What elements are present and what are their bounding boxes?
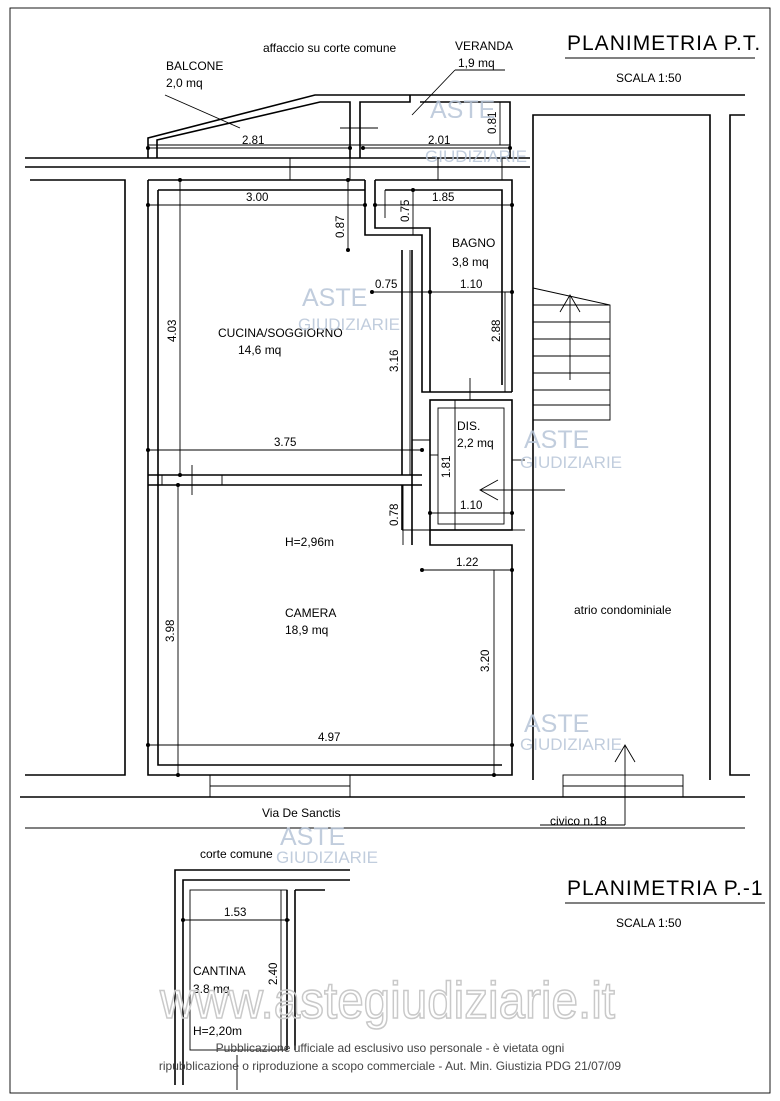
camera-name: CAMERA: [285, 606, 336, 620]
dim-veranda-width: 2.01: [428, 135, 450, 147]
svg-text:GIUDIZIARIE: GIUDIZIARIE: [520, 453, 622, 472]
watermark-aste-1: ASTE GIUDIZIARIE: [425, 96, 527, 166]
bagno-name: BAGNO: [452, 236, 495, 250]
affaccio-label: affaccio su corte comune: [263, 41, 397, 55]
atrio-label: atrio condominiale: [574, 603, 672, 617]
cucina-name: CUCINA/SOGGIORNO: [218, 326, 343, 340]
title-ground-floor: PLANIMETRIA P.T.: [567, 32, 761, 55]
cantina-area: 3.8 mq: [193, 982, 230, 996]
title-basement: PLANIMETRIA P.-1: [567, 877, 764, 900]
staircase: [532, 287, 611, 421]
svg-text:ASTE: ASTE: [302, 284, 367, 312]
svg-text:ASTE: ASTE: [524, 426, 589, 454]
cantina-height: H=2,20m: [193, 1024, 242, 1038]
balcone-name: BALCONE: [166, 59, 223, 73]
dim-cantina-depth: 2.40: [268, 963, 280, 985]
footer-line-1: Pubblicazione ufficiale ad esclusivo uso…: [216, 1041, 565, 1055]
civico-label: civico n.18: [550, 814, 607, 828]
street-label: Via De Sanctis: [262, 806, 341, 820]
dim-bagno-width-top: 1.85: [432, 192, 454, 204]
scale-ground-floor: SCALA 1:50: [616, 71, 682, 85]
watermark-aste-2: ASTE GIUDIZIARIE: [298, 284, 400, 334]
dim-cucina-width: 3.00: [246, 192, 268, 204]
dis-name: DIS.: [457, 419, 480, 433]
dim-cantina-width: 1.53: [224, 907, 246, 919]
dim-bagno-width: 1.10: [460, 279, 482, 291]
cucina-area: 14,6 mq: [238, 343, 281, 357]
bagno-area: 3,8 mq: [452, 255, 489, 269]
camera-area: 18,9 mq: [285, 623, 328, 637]
svg-text:ASTE: ASTE: [280, 823, 345, 851]
watermark-aste-3: ASTE GIUDIZIARIE: [520, 426, 622, 472]
svg-text:GIUDIZIARIE: GIUDIZIARIE: [520, 735, 622, 754]
dim-balcone-width: 2.81: [242, 135, 264, 147]
scale-basement: SCALA 1:50: [616, 916, 682, 930]
footer-line-2: ripubblicazione o riproduzione a scopo c…: [159, 1059, 622, 1073]
dim-bagno-height: 2.88: [491, 320, 503, 342]
svg-text:ASTE: ASTE: [524, 710, 589, 738]
watermark-aste-4: ASTE GIUDIZIARIE: [520, 710, 622, 754]
dim-wall-078: 0.78: [389, 504, 401, 526]
veranda-area: 1,9 mq: [458, 56, 495, 70]
dim-camera-notch: 1.22: [456, 557, 478, 569]
corte-comune-label: corte comune: [200, 847, 273, 861]
basement-plan: [174, 869, 350, 1090]
veranda-name: VERANDA: [455, 39, 513, 53]
dis-area: 2,2 mq: [457, 436, 494, 450]
dim-veranda-depth: 0.81: [487, 112, 499, 134]
svg-text:GIUDIZIARIE: GIUDIZIARIE: [425, 147, 527, 166]
svg-text:GIUDIZIARIE: GIUDIZIARIE: [298, 315, 400, 334]
dim-camera-width: 4.97: [318, 732, 340, 744]
sheet-border: [9, 7, 771, 1094]
ground-floor-plan: [20, 69, 750, 829]
dim-dis-width: 1.10: [460, 500, 482, 512]
dim-dis-height: 1.81: [441, 456, 453, 478]
dim-wall-075-vertical: 0.75: [400, 200, 412, 222]
balcone-area: 2,0 mq: [166, 76, 203, 90]
svg-text:GIUDIZIARIE: GIUDIZIARIE: [276, 848, 378, 867]
dim-cucina-height: 4.03: [167, 320, 179, 342]
watermark-site: www.astegiudiziarie.it: [159, 972, 615, 1030]
dim-cucina-length: 3.75: [274, 437, 296, 449]
cantina-name: CANTINA: [193, 964, 246, 978]
dim-camera-height: 3.98: [165, 620, 177, 642]
dimension-lines: [146, 102, 514, 777]
svg-text:ASTE: ASTE: [430, 96, 495, 124]
dim-camera-inner: 3.20: [480, 650, 492, 672]
dim-wall-075-horizontal: 0.75: [375, 279, 397, 291]
dim-cucina-inner: 3.16: [389, 350, 401, 372]
dim-wall-087: 0.87: [335, 216, 347, 238]
watermark-aste-5: ASTE GIUDIZIARIE: [276, 823, 378, 867]
camera-height: H=2,96m: [285, 535, 334, 549]
